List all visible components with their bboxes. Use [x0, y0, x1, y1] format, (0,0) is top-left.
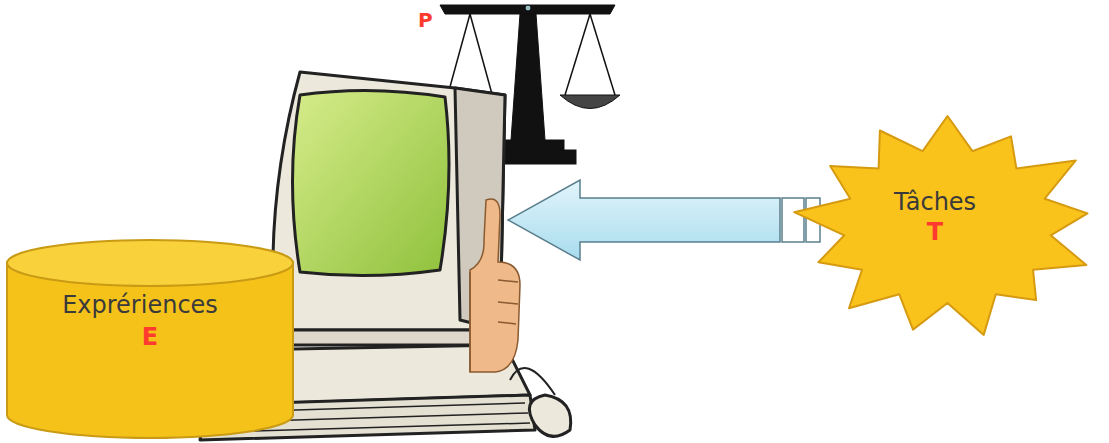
- input-arrow: [508, 180, 820, 260]
- starburst-outline: [795, 112, 1100, 340]
- data-store: ExprériencesE: [5, 240, 295, 440]
- node-title: Exprériences: [62, 291, 218, 319]
- task-burst: TâchesT: [795, 112, 1100, 340]
- node-letter: T: [927, 218, 943, 246]
- node-title: Tâches: [894, 188, 976, 216]
- node-letter: E: [142, 323, 158, 351]
- symbol-letter: P: [418, 8, 433, 32]
- thumbs-up-hand: [470, 199, 520, 372]
